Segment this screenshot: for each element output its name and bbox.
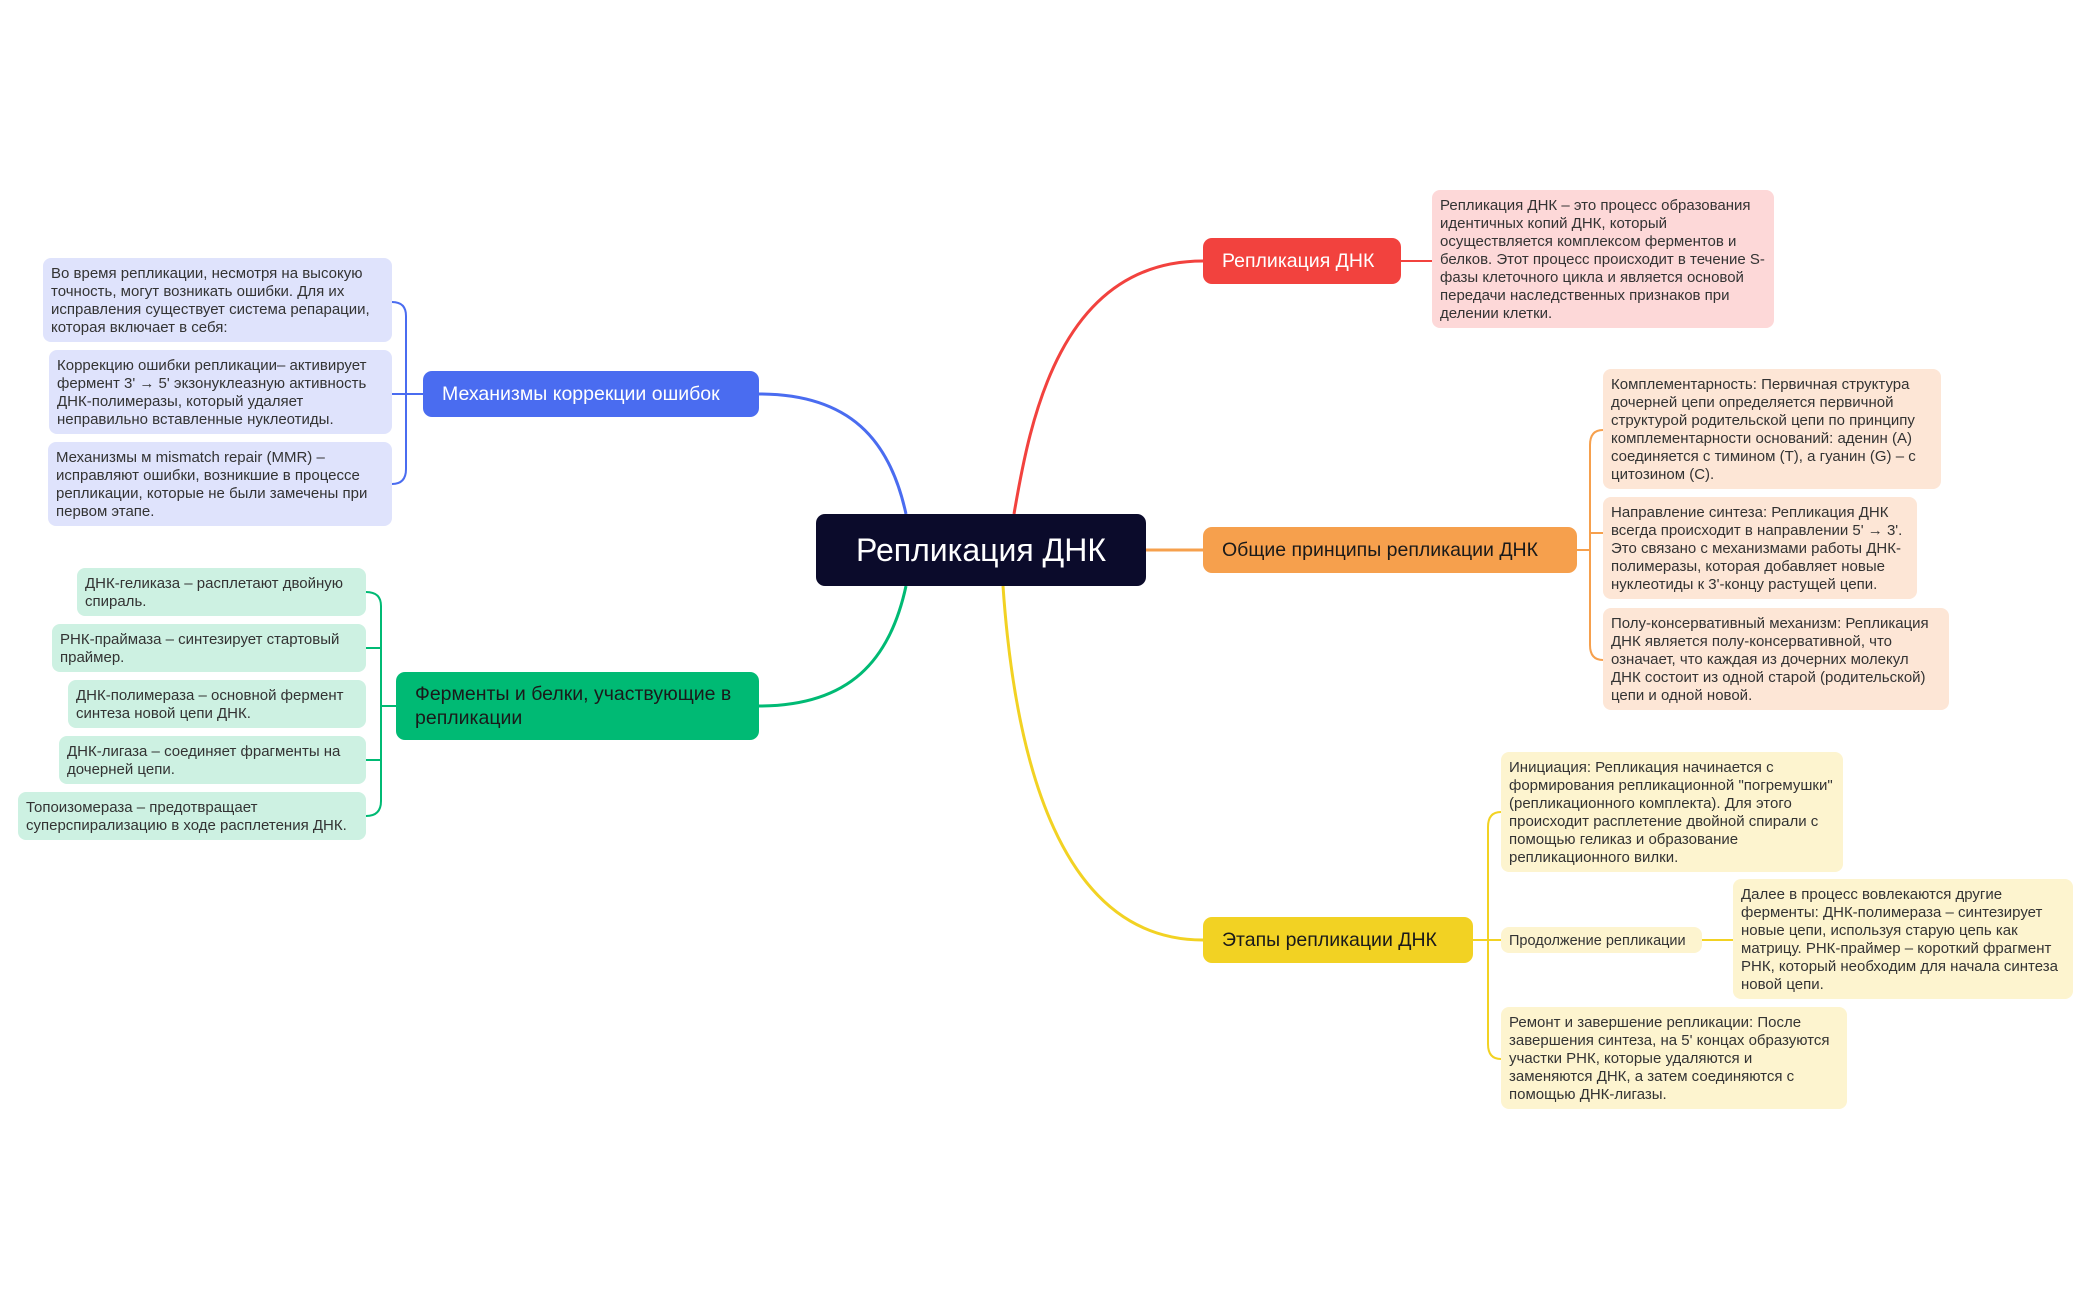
leaf-stages-initiation[interactable]: Инициация: Репликация начинается с форми…	[1501, 752, 1843, 872]
branch-principles[interactable]: Общие принципы репликации ДНК	[1203, 527, 1577, 573]
connector-green	[758, 585, 908, 708]
connector-yellow	[1001, 585, 1204, 942]
leaf-stages-continuation[interactable]: Продолжение репликации	[1501, 927, 1702, 953]
leaf-enzymes-ligase[interactable]: ДНК-лигаза – соединяет фрагменты на доче…	[59, 736, 366, 784]
branch-definition[interactable]: Репликация ДНК	[1203, 238, 1401, 284]
leaf-stages-completion[interactable]: Ремонт и завершение репликации: После за…	[1501, 1007, 1847, 1109]
leaf-principles-semiconservative[interactable]: Полу-консервативный механизм: Репликация…	[1603, 608, 1949, 710]
connector-red	[1012, 259, 1204, 515]
leaf-enzymes-polymerase[interactable]: ДНК-полимераза – основной фермент синтез…	[68, 680, 366, 728]
branch-correction[interactable]: Механизмы коррекции ошибок	[423, 371, 759, 417]
connector-blue	[758, 392, 908, 515]
leaf-principles-complementarity[interactable]: Комплементарность: Первичная структура д…	[1603, 369, 1941, 489]
connector-blue-leaves	[391, 301, 423, 485]
connector-green-leaves	[365, 591, 396, 817]
connector-orange-leaves	[1577, 429, 1604, 661]
leaf-correction-mmr[interactable]: Механизмы м mismatch repair (MMR) – испр…	[48, 442, 392, 526]
leaf-principles-direction[interactable]: Направление синтеза: Репликация ДНК всег…	[1603, 497, 1917, 599]
leaf-enzymes-helicase[interactable]: ДНК-геликаза – расплетают двойную спирал…	[77, 568, 366, 616]
leaf-correction-proofreading[interactable]: Коррекцию ошибки репликации– активирует …	[49, 350, 392, 434]
branch-stages[interactable]: Этапы репликации ДНК	[1203, 917, 1473, 963]
leaf-definition[interactable]: Репликация ДНК – это процесс образования…	[1432, 190, 1774, 328]
central-topic[interactable]: Репликация ДНК	[816, 514, 1146, 586]
leaf-correction-intro[interactable]: Во время репликации, несмотря на высокую…	[43, 258, 392, 342]
branch-enzymes[interactable]: Ферменты и белки, участвующие в репликац…	[396, 672, 759, 740]
leaf-stages-continuation-detail[interactable]: Далее в процесс вовлекаются другие ферме…	[1733, 879, 2073, 999]
leaf-enzymes-primase[interactable]: РНК-праймаза – синтезирует стартовый пра…	[52, 624, 366, 672]
leaf-enzymes-topoisomerase[interactable]: Топоизомераза – предотвращает суперспира…	[18, 792, 366, 840]
connector-yellow-leaves	[1473, 811, 1502, 1060]
